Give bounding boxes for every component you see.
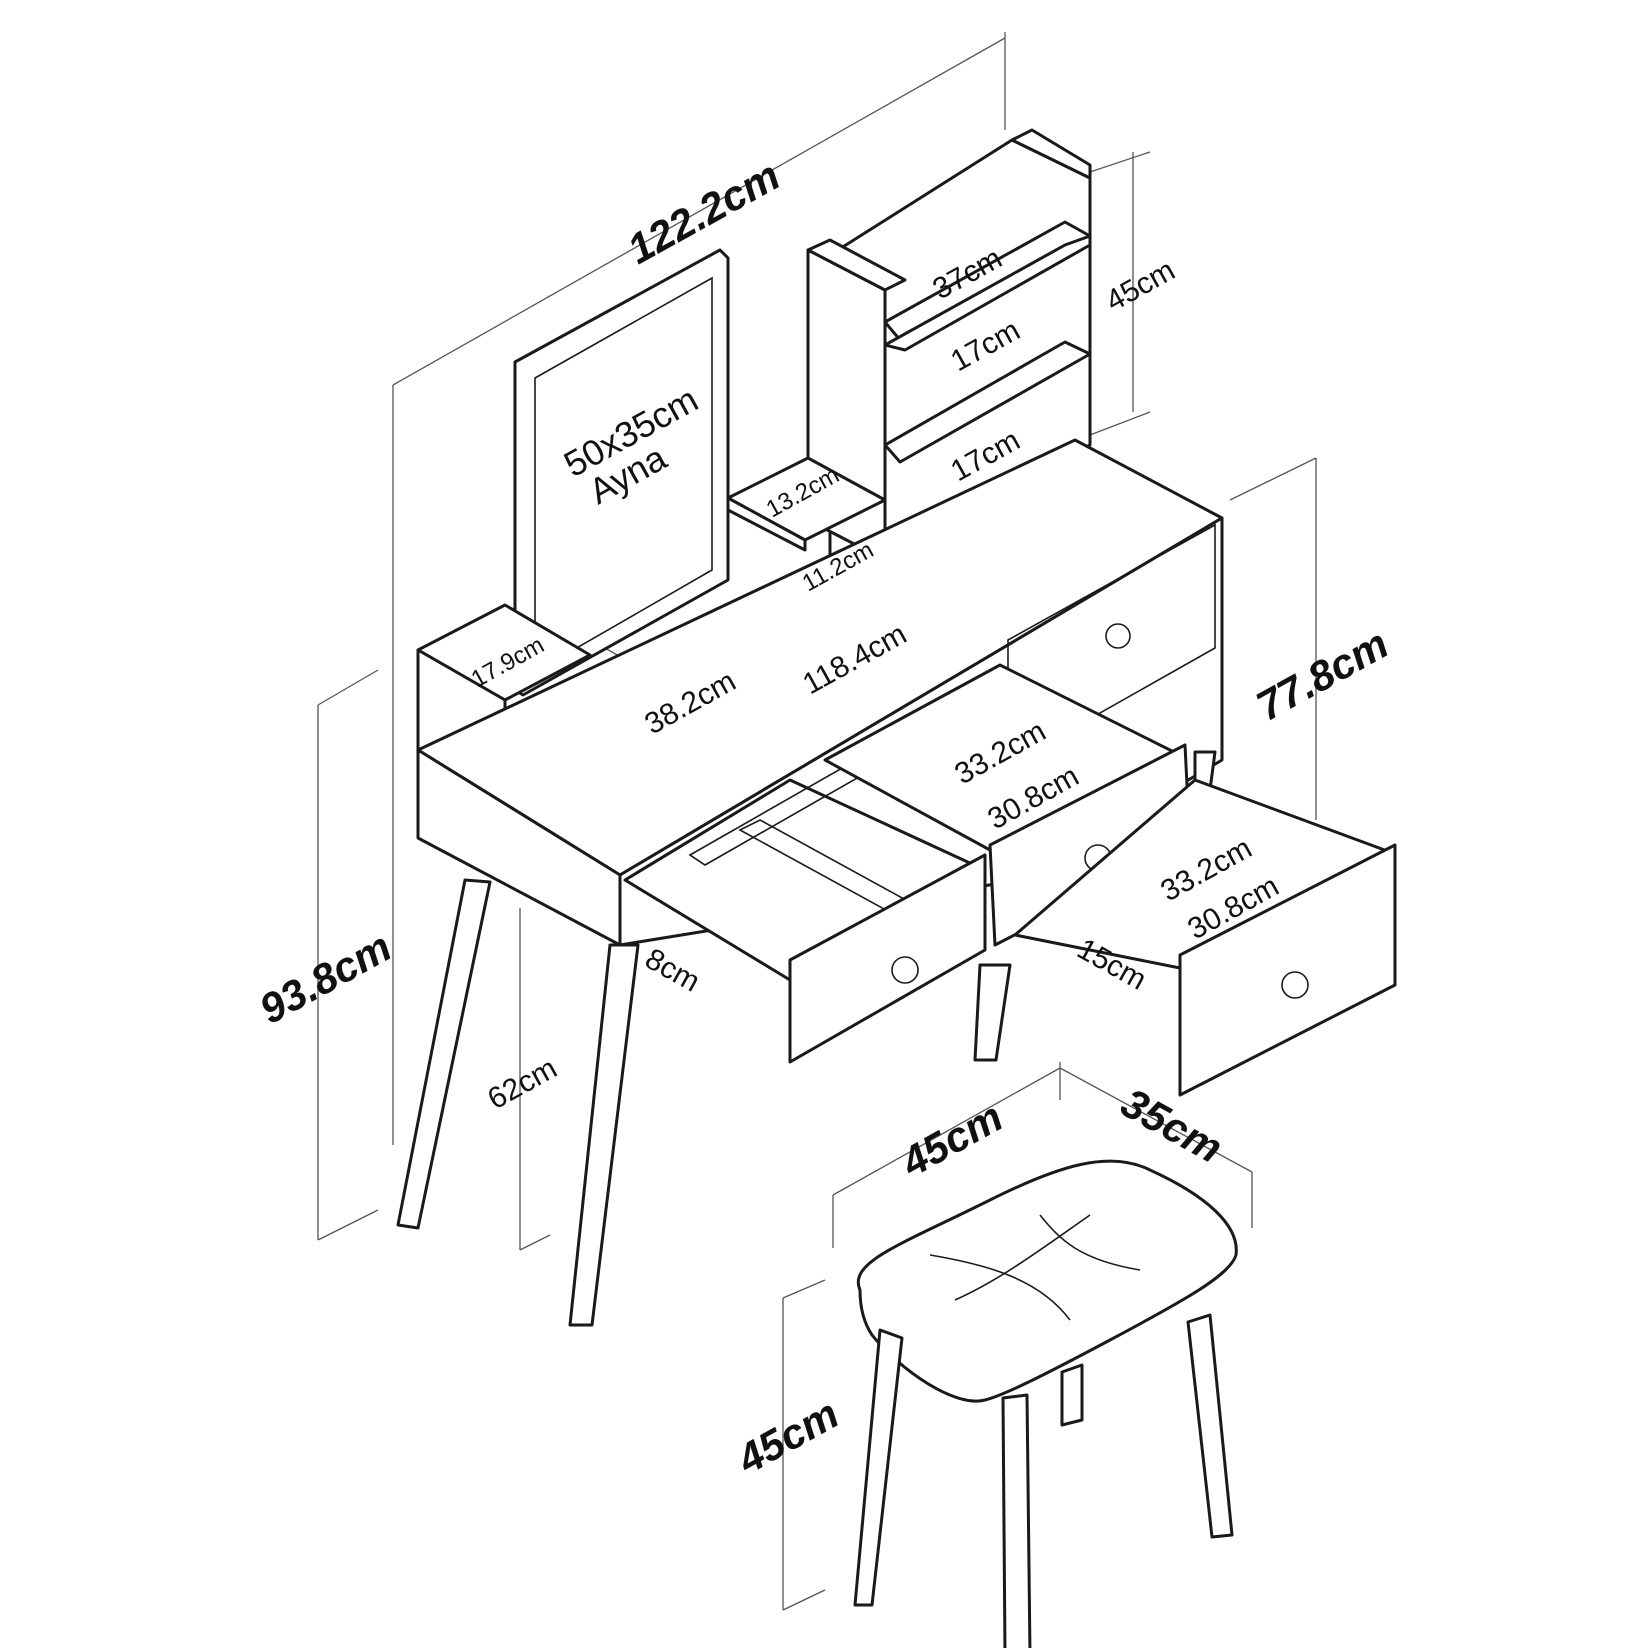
drawer-knob bbox=[1105, 623, 1131, 649]
label-overall-height: 93.8cm bbox=[252, 923, 399, 1033]
stool-leg bbox=[1001, 1393, 1032, 1648]
drawer-knob bbox=[1281, 971, 1309, 999]
stool-leg bbox=[853, 1328, 904, 1607]
drawers bbox=[623, 663, 1397, 1097]
drawer-knob bbox=[891, 956, 919, 984]
lower-shelf bbox=[883, 340, 1092, 464]
drawer-right-front bbox=[1178, 843, 1397, 1097]
label-shelf-unit-height: 45cm bbox=[1100, 254, 1180, 318]
stool-seat bbox=[856, 1159, 1238, 1403]
label-stool-width: 45cm bbox=[893, 1093, 1011, 1187]
leg-front-left bbox=[396, 878, 492, 1230]
leg-back bbox=[973, 963, 1012, 1062]
drawer-left-front bbox=[788, 853, 987, 1064]
label-stool-height: 45cm bbox=[729, 1390, 847, 1484]
stool-leg bbox=[1060, 1363, 1084, 1427]
label-stool-depth: 35cm bbox=[1114, 1079, 1231, 1172]
stool-leg bbox=[1186, 1313, 1234, 1539]
mirror-glass bbox=[534, 276, 713, 674]
hutch bbox=[416, 128, 1092, 792]
label-table-height: 77.8cm bbox=[1249, 620, 1396, 730]
label-drawer-height-small: 8cm bbox=[640, 942, 706, 998]
leg-front-right bbox=[568, 943, 640, 1327]
label-total-width: 122.2cm bbox=[620, 151, 788, 272]
stool bbox=[853, 1159, 1238, 1648]
middle-shelf bbox=[883, 234, 1092, 352]
label-leg-height: 62cm bbox=[482, 1052, 562, 1116]
